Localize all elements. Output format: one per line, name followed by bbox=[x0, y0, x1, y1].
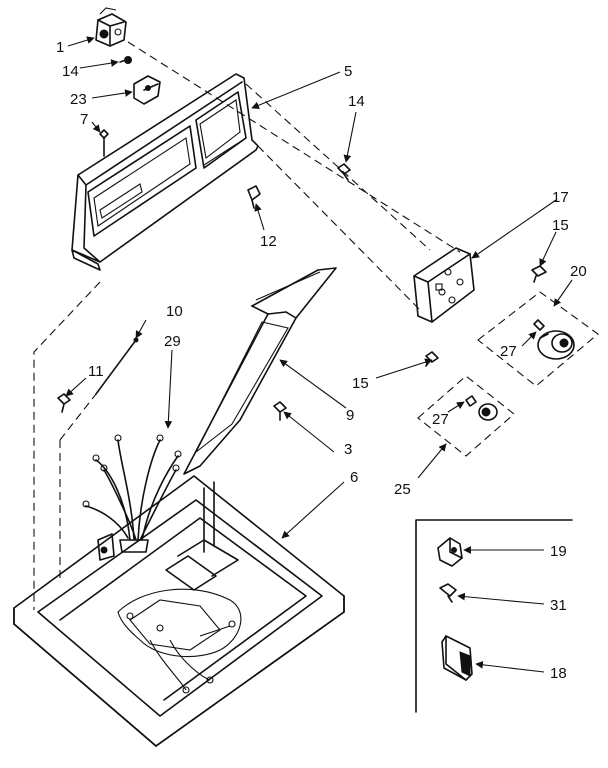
cabinet-top-6 bbox=[13, 475, 345, 747]
clip-12 bbox=[247, 185, 261, 209]
guide-line-top bbox=[127, 41, 461, 253]
label-27-top: 27 bbox=[500, 343, 517, 360]
label-14-right: 14 bbox=[348, 93, 365, 110]
label-10: 10 bbox=[166, 303, 183, 320]
screw-3 bbox=[273, 401, 287, 421]
guide-line-low bbox=[257, 145, 421, 311]
label-25: 25 bbox=[394, 481, 411, 498]
duct-9 bbox=[183, 267, 337, 475]
label-31: 31 bbox=[550, 597, 567, 614]
screw-14-right bbox=[337, 163, 351, 181]
label-23: 23 bbox=[70, 91, 87, 108]
wire-harness-lower bbox=[117, 588, 242, 694]
label-20: 20 bbox=[570, 263, 587, 280]
control-bracket-17 bbox=[413, 247, 475, 323]
guide-left bbox=[33, 281, 101, 610]
label-19: 19 bbox=[550, 543, 567, 560]
screw-14-top bbox=[119, 56, 132, 64]
screw-7 bbox=[99, 129, 109, 157]
guide-line-mid bbox=[245, 83, 431, 251]
label-29: 29 bbox=[164, 333, 181, 350]
part-31-icon bbox=[439, 583, 457, 603]
wire-harness-29 bbox=[82, 434, 182, 561]
knob-group-25 bbox=[417, 375, 515, 457]
timer-switch bbox=[95, 7, 127, 47]
label-18: 18 bbox=[550, 665, 567, 682]
leader-lines bbox=[65, 36, 573, 673]
label-17: 17 bbox=[552, 189, 569, 206]
knob-group-20 bbox=[477, 291, 599, 387]
screw-15-top bbox=[531, 265, 547, 283]
label-11: 11 bbox=[88, 363, 104, 380]
label-27-bottom: 27 bbox=[432, 411, 449, 428]
label-15-top: 15 bbox=[552, 217, 569, 234]
inset-box bbox=[415, 519, 573, 713]
part-labels: 1 14 23 7 5 14 12 17 15 20 27 10 29 11 1… bbox=[56, 39, 587, 682]
label-12: 12 bbox=[260, 233, 277, 250]
label-7: 7 bbox=[80, 111, 88, 128]
label-3: 3 bbox=[344, 441, 352, 458]
label-1: 1 bbox=[56, 39, 64, 56]
label-6: 6 bbox=[350, 469, 358, 486]
label-14-top: 14 bbox=[62, 63, 79, 80]
label-15-bottom: 15 bbox=[352, 375, 369, 392]
bracket-23 bbox=[133, 75, 161, 105]
screw-11 bbox=[57, 393, 71, 413]
label-5: 5 bbox=[344, 63, 352, 80]
rod-10 bbox=[59, 337, 139, 441]
part-19-icon bbox=[437, 537, 463, 567]
screw-15-bottom bbox=[425, 351, 439, 367]
part-18-icon bbox=[441, 635, 473, 681]
console-backguard bbox=[71, 73, 259, 271]
label-9: 9 bbox=[346, 407, 354, 424]
